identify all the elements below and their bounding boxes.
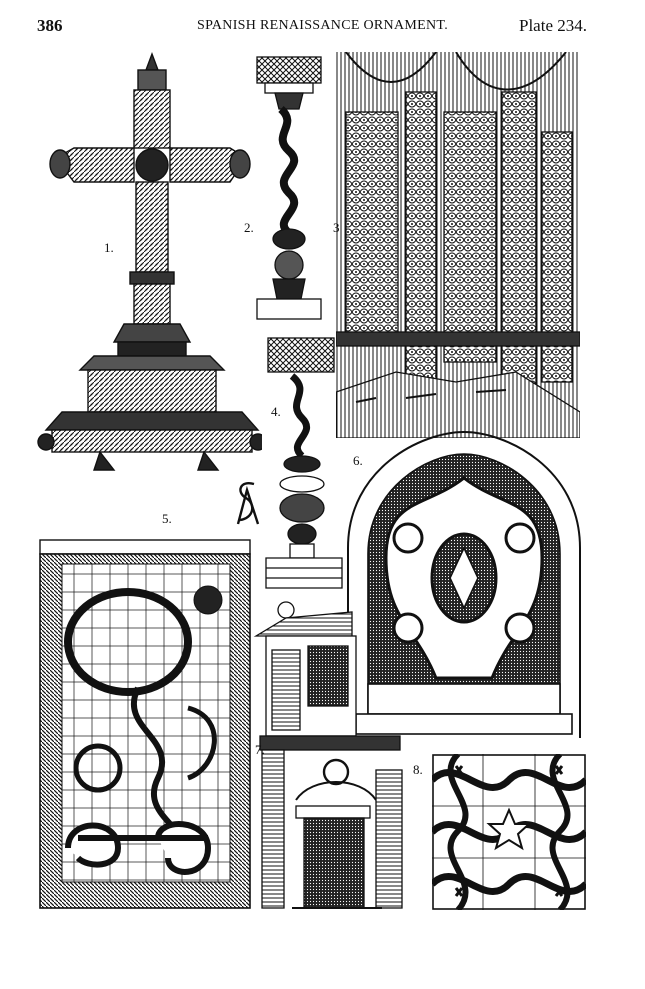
figure-5-tile-panel [38,538,252,910]
cloister-interior-icon [336,52,580,438]
page-header: 386 SPANISH RENAISSANCE ORNAMENT. Plate … [0,14,645,38]
tile-pattern-icon [432,754,586,910]
plate-number: Plate 234. [519,16,587,35]
page-number: 386 [37,16,63,35]
doorway-facade-icon [253,601,403,909]
figure-7-doorway [252,600,410,912]
figure-2-label: 2. [244,220,254,235]
figure-7-label: 7. [255,742,265,757]
tile-panel-icon [39,539,251,909]
figure-1-cross [34,52,262,480]
figure-3-cloister [336,52,580,438]
figure-6-niche [342,428,586,738]
twisted-column-icon [256,56,322,320]
monogram-icon [236,482,260,525]
figure-6-label: 6. [353,453,363,468]
arched-niche-icon [347,430,581,738]
figure-3-label: 3 [333,220,340,235]
figure-4-column [262,336,346,598]
figure-5-label: 5. [162,511,172,526]
figure-1-label: 1. [104,240,114,255]
plate-title: SPANISH RENAISSANCE ORNAMENT. [196,18,448,33]
figure-4-label: 4. [271,404,281,419]
figure-8-label: 8. [413,762,423,777]
figure-8-tiles [432,754,586,910]
processional-cross-icon [37,52,262,471]
baluster-column-icon [265,337,343,589]
figure-2-column [253,55,325,323]
monogram-mark [230,478,264,528]
